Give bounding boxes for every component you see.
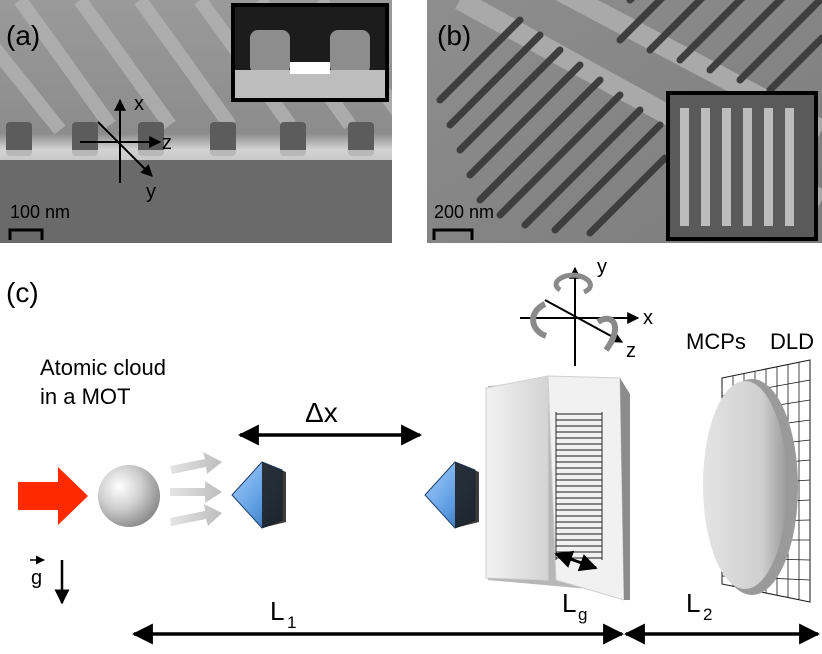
panel-b-inset: [666, 91, 818, 241]
rotation-arrow-x-icon: [530, 301, 548, 339]
panel-b-sem-image: [427, 0, 822, 243]
distance-2-label: L: [686, 588, 700, 618]
grating-length-subscript: g: [578, 605, 587, 624]
atom-beam-arrows: [170, 452, 222, 526]
panel-a-scale-bar: [8, 228, 44, 240]
panel-a-scale-bar-label: 100 nm: [10, 202, 70, 222]
molecule-right: [424, 461, 479, 529]
panel-c-label: (c): [6, 277, 39, 308]
panel-a-axis-x-label: x: [134, 93, 144, 115]
grating-axis-x-label: x: [643, 307, 653, 329]
grating-length-arrow: [554, 550, 598, 572]
laser-arrow: [18, 467, 88, 525]
grating-axis-z-label: z: [626, 340, 636, 362]
panel-b-scale-bar-label: 200 nm: [434, 202, 494, 222]
grating-length-label: L: [562, 588, 576, 618]
rotation-arrow-y-icon: [553, 272, 593, 295]
distance-1-subscript: 1: [287, 613, 296, 632]
panel-a-axis-z-label: z: [162, 132, 172, 154]
panel-a-sem-image: [0, 0, 392, 243]
panel-b-scale-bar: [432, 228, 474, 240]
panel-a-axis-y-label: y: [146, 181, 156, 203]
grating-plate: [485, 375, 630, 601]
mcp-disc: [703, 379, 798, 595]
gravity-label: g: [31, 567, 42, 589]
mcp-label: MCPs: [686, 329, 746, 354]
atomic-cloud-label-line2: in a MOT: [40, 384, 130, 409]
atomic-cloud-sphere: [98, 465, 160, 527]
distance-1-label: L: [270, 596, 284, 626]
distance-2-subscript: 2: [703, 605, 712, 624]
molecule-left: [231, 461, 286, 529]
atomic-cloud-label-line1: Atomic cloud: [40, 355, 166, 380]
dld-label: DLD: [770, 329, 814, 354]
panel-a-inset: [231, 3, 389, 102]
rotation-arrow-z-icon: [596, 315, 619, 352]
panel-a-label: (a): [6, 20, 40, 51]
panel-b-label: (b): [437, 20, 471, 51]
grating-rotation-axes: [520, 266, 640, 366]
panel-a-axes: [80, 98, 162, 183]
separation-label: Δx: [305, 397, 338, 428]
grating-axis-y-label: y: [597, 256, 607, 278]
